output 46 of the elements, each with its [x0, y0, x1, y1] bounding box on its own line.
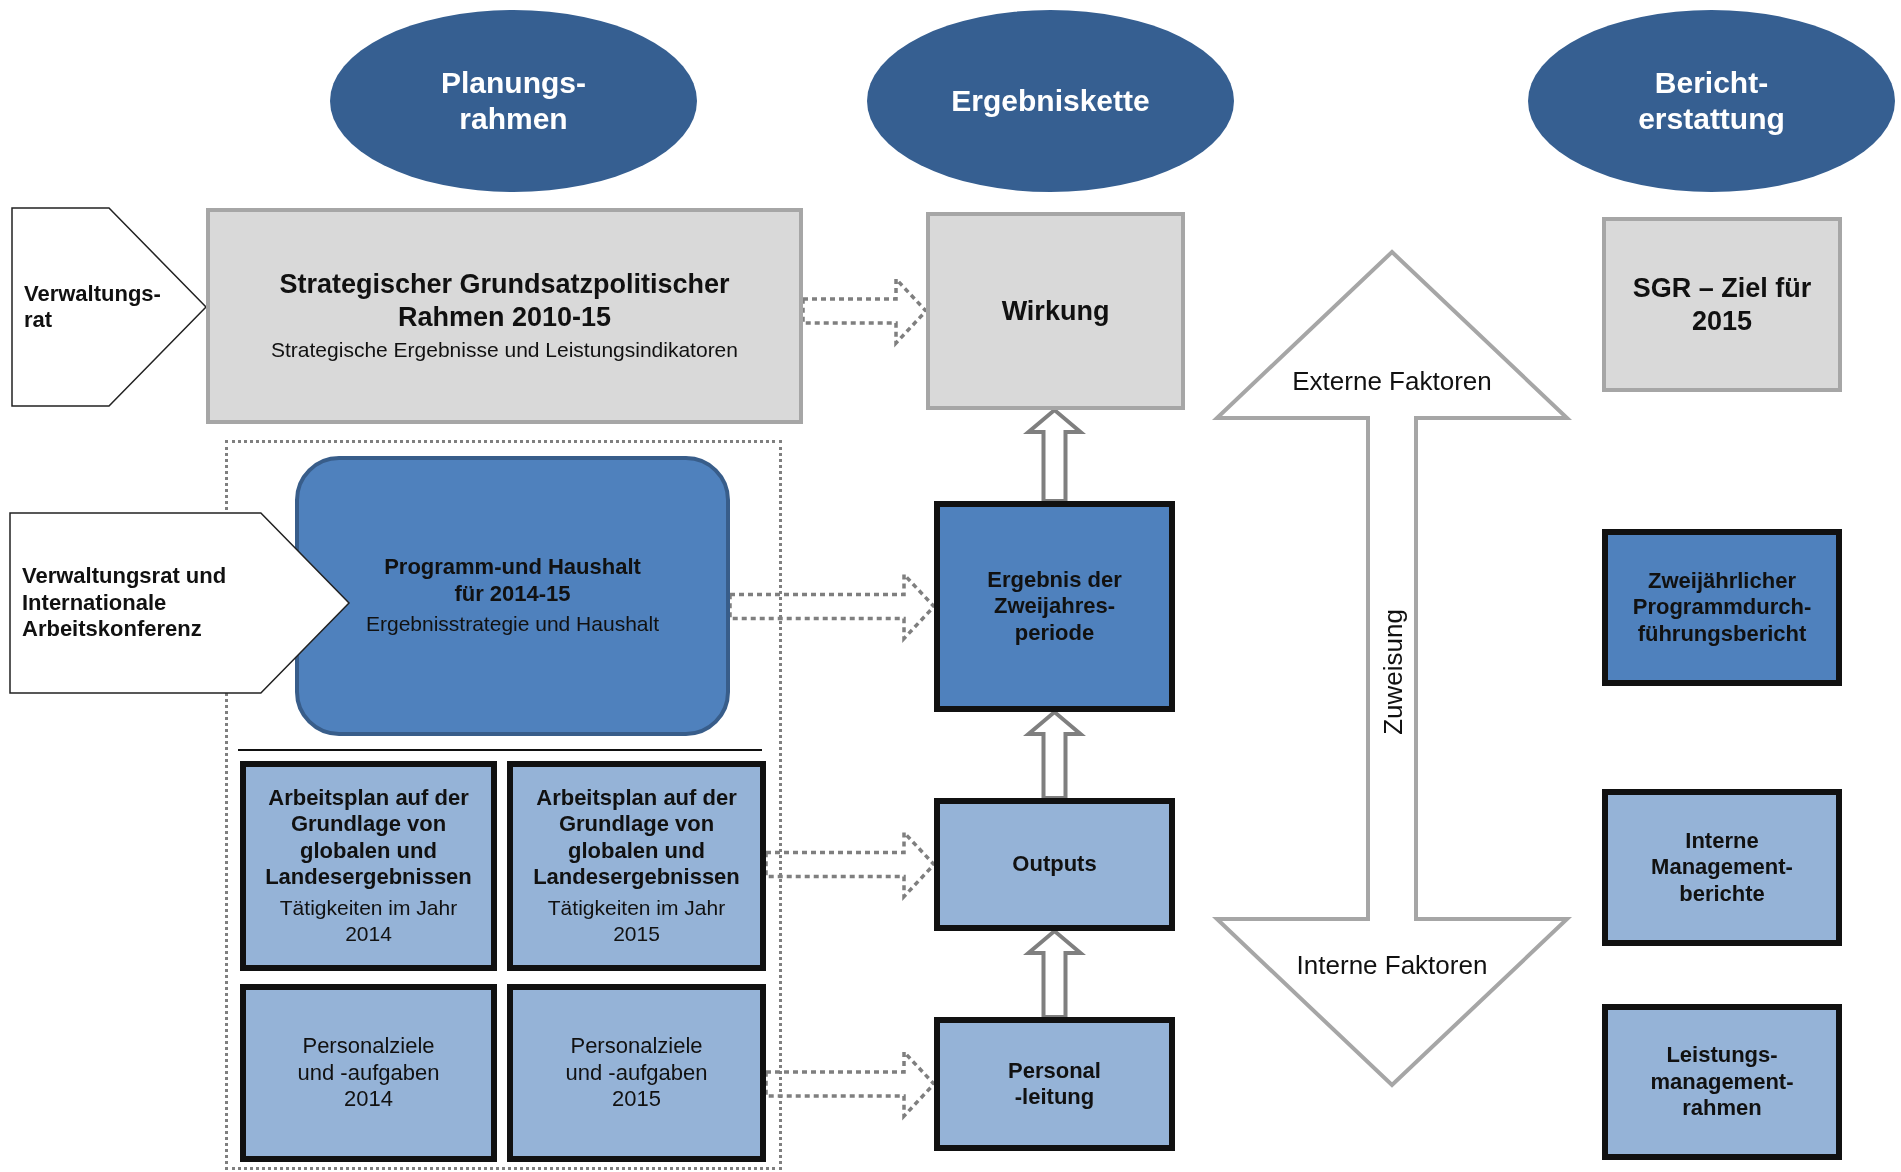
arrow-label: Externe Faktoren [1292, 365, 1492, 397]
dotted-group-box [225, 440, 782, 1170]
node-heading: Arbeitsplan auf der Grundlage von globalen und Landesergebnissen [532, 784, 741, 891]
hollow-arrow [1023, 928, 1086, 1019]
node-heading: Verwaltungsrat und Internationale Arbeitskonferenz [22, 563, 228, 643]
node-heading: Arbeitsplan auf der Grundlage von globalen und Landesergebnissen [264, 784, 473, 891]
node-heading: Outputs [1012, 851, 1097, 878]
node-heading: Ergebniskette [951, 83, 1150, 119]
arrow-label: Zuweisung [1377, 609, 1409, 735]
node-text: Tätigkeiten im Jahr 2014 [278, 894, 459, 947]
process-box [926, 212, 1185, 410]
node-heading: Ergebnis der Zweijahres- periode [986, 566, 1123, 647]
node-heading: Bericht- erstattung [1637, 65, 1786, 137]
process-box [1602, 1004, 1842, 1160]
arrow-label: Interne Faktoren [1296, 949, 1488, 981]
process-box [1602, 217, 1842, 392]
node-heading: SGR – Ziel für 2015 [1631, 272, 1813, 337]
node-heading: Wirkung [1001, 294, 1110, 328]
node-heading: Planungs- rahmen [440, 65, 587, 137]
hollow-arrow [1023, 709, 1086, 800]
node-text: Tätigkeiten im Jahr 2015 [546, 894, 727, 947]
node-text: Strategische Ergebnisse und Leistungsindikatoren [271, 337, 738, 364]
node-heading: Personal -leitung [1007, 1057, 1102, 1111]
process-box [1602, 529, 1842, 686]
node-heading: Verwaltungs- rat [24, 280, 162, 334]
rounded-box [295, 456, 730, 736]
process-box [206, 208, 803, 424]
process-box [507, 984, 766, 1162]
node-heading: Leistungs- management- rahmen [1649, 1042, 1795, 1122]
process-box [240, 984, 497, 1162]
node-heading: Interne Management- berichte [1650, 827, 1794, 908]
node-heading: Personalziele und -aufgaben 2015 [564, 1033, 709, 1113]
process-box [934, 1017, 1175, 1151]
node-heading: Personalziele und -aufgaben 2014 [296, 1033, 441, 1113]
node-heading: Strategischer Grundsatzpolitischer Rahmen 2010-15 [278, 268, 731, 334]
node-heading: Zweijährlicher Programmdurch- führungsbericht [1631, 567, 1813, 648]
hollow-arrow [1023, 407, 1086, 503]
node-heading: Programm-und Haushalt für 2014-15 [383, 554, 642, 608]
process-box [1602, 789, 1842, 946]
process-box [507, 761, 766, 971]
process-box [934, 501, 1175, 712]
node-text: Ergebnisstrategie und Haushalt [366, 611, 659, 638]
pentagon-arrow-box [10, 513, 349, 693]
pentagon-arrow-box [12, 208, 206, 406]
process-box [934, 798, 1175, 931]
process-box [240, 761, 497, 971]
